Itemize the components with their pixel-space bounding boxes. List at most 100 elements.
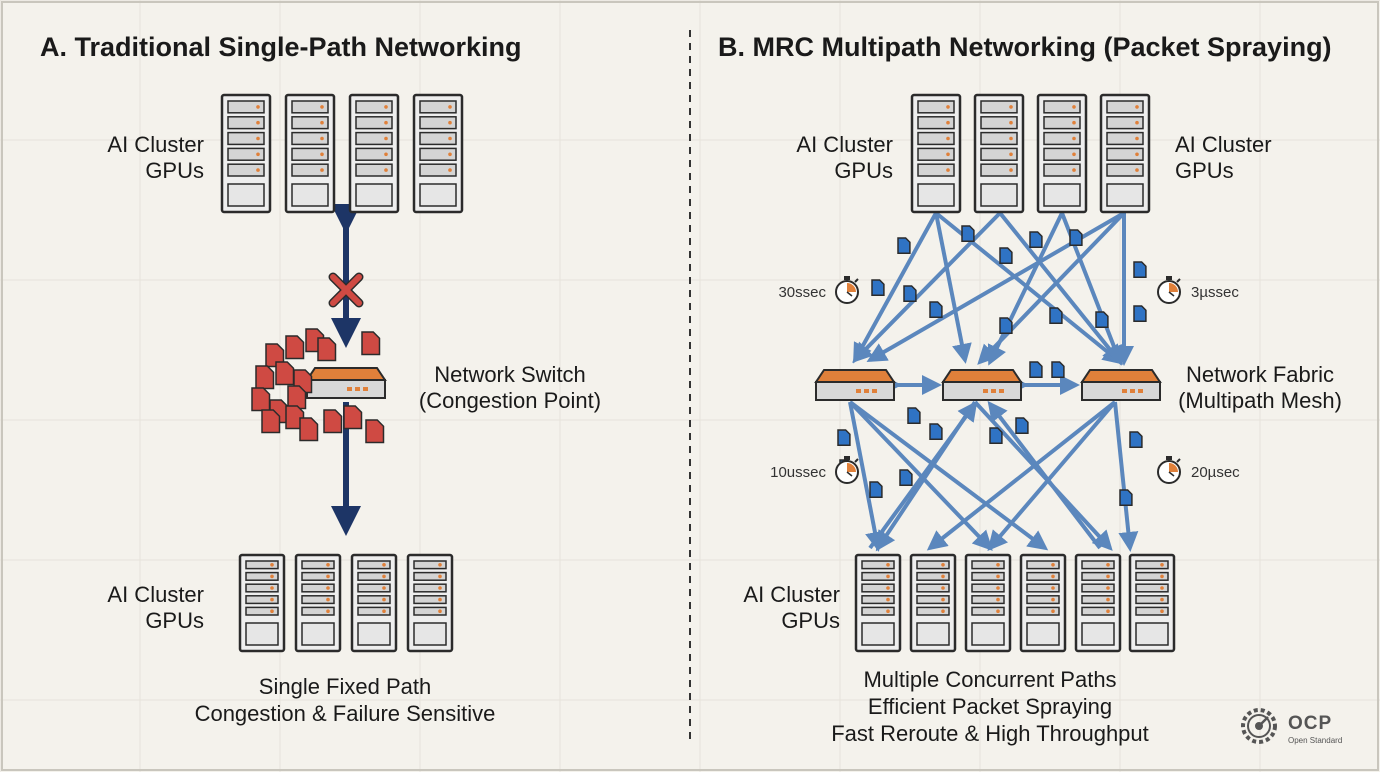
failure-x-icon <box>328 272 364 308</box>
panel-b-title: B. MRC Multipath Networking (Packet Spra… <box>718 32 1332 62</box>
label-line: AI Cluster <box>743 582 840 607</box>
logo-name: OCP <box>1288 713 1333 734</box>
packet-icon <box>899 469 913 487</box>
packet-icon <box>1133 305 1147 323</box>
panel-b-bottom-gpu-label: AI Cluster GPUs <box>720 582 840 634</box>
panel-a-switch-label: Network Switch (Congestion Point) <box>395 362 625 414</box>
packet-icon <box>299 417 319 442</box>
caption-line: Single Fixed Path <box>258 674 432 699</box>
panel-b-top-left-gpu-label: AI Cluster GPUs <box>773 132 893 184</box>
packet-icon <box>1049 307 1063 325</box>
packet-icon <box>251 387 271 412</box>
server-rack <box>350 553 398 653</box>
label-line: Network Fabric <box>1186 362 1334 387</box>
packet-icon <box>1029 361 1043 379</box>
packet-icon <box>255 365 275 390</box>
server-rack <box>406 553 454 653</box>
server-rack <box>909 553 957 653</box>
caption-line: Congestion & Failure Sensitive <box>194 701 496 726</box>
server-rack <box>1074 553 1122 653</box>
network-switch <box>1080 369 1162 401</box>
panel-b-fabric-label: Network Fabric (Multipath Mesh) <box>1160 362 1360 414</box>
server-rack <box>1128 553 1176 653</box>
server-rack <box>348 93 400 214</box>
packet-icon <box>837 429 851 447</box>
caption-line: Multiple Concurrent Paths <box>863 667 1117 692</box>
packet-icon <box>989 427 1003 445</box>
panel-a-title: A. Traditional Single-Path Networking <box>40 32 522 62</box>
server-rack <box>284 93 336 214</box>
packet-icon <box>1029 231 1043 249</box>
label-line: AI Cluster <box>107 132 204 157</box>
packet-icon <box>1119 489 1133 507</box>
packet-icon <box>929 423 943 441</box>
packet-icon <box>869 481 883 499</box>
packet-icon <box>323 409 343 434</box>
latency-label-top-right: 3µssec <box>1191 284 1239 301</box>
packet-icon <box>343 405 363 430</box>
server-rack <box>220 93 272 214</box>
server-rack <box>412 93 464 214</box>
label-line: AI Cluster <box>107 582 204 607</box>
label-line: GPUs <box>145 158 204 183</box>
server-rack <box>238 553 286 653</box>
panel-b-top-right-gpu-label: AI Cluster GPUs <box>1175 132 1305 184</box>
latency-label-bottom-left: 10ussec <box>770 464 826 481</box>
packet-icon <box>929 301 943 319</box>
panel-a-caption: Single Fixed Path Congestion & Failure S… <box>150 673 540 727</box>
stopwatch-icon <box>835 276 859 304</box>
mesh-path-arrow <box>1113 401 1139 552</box>
label-line: GPUs <box>1175 158 1234 183</box>
panel-b-caption: Multiple Concurrent Paths Efficient Pack… <box>820 666 1160 747</box>
server-rack <box>1019 553 1067 653</box>
label-line: GPUs <box>781 608 840 633</box>
packet-icon <box>365 419 385 444</box>
packet-icon <box>907 407 921 425</box>
packet-icon <box>871 279 885 297</box>
logo-subtitle: Open Standard <box>1288 736 1343 745</box>
server-rack <box>294 553 342 653</box>
packet-icon <box>1133 261 1147 279</box>
network-switch <box>814 369 896 401</box>
packet-icon <box>1015 417 1029 435</box>
server-rack <box>1036 93 1088 214</box>
packet-icon <box>1069 229 1083 247</box>
mesh-path-arrow <box>868 400 978 550</box>
network-switch <box>941 369 1023 401</box>
packet-icon <box>287 385 307 410</box>
label-line: GPUs <box>145 608 204 633</box>
mesh-path-arrow <box>977 211 1126 365</box>
server-rack <box>973 93 1025 214</box>
label-line: AI Cluster <box>796 132 893 157</box>
packet-icon <box>1129 431 1143 449</box>
stopwatch-icon <box>835 456 859 484</box>
mesh-path-arrow <box>987 400 1117 552</box>
mesh-path-arrow <box>848 401 885 552</box>
packet-icon <box>999 317 1013 335</box>
server-rack <box>910 93 962 214</box>
packet-icon <box>897 237 911 255</box>
packet-icon <box>999 247 1013 265</box>
label-line: (Congestion Point) <box>418 388 602 413</box>
latency-label-bottom-right: 20µsec <box>1191 464 1240 481</box>
mesh-path-arrow <box>926 400 1117 551</box>
packet-icon <box>275 361 295 386</box>
packet-icon <box>285 335 305 360</box>
packet-icon <box>1051 361 1065 379</box>
mesh-path-arrow <box>853 212 938 364</box>
stopwatch-icon <box>1157 276 1181 304</box>
gear-icon <box>1241 708 1277 744</box>
packet-icon <box>961 225 975 243</box>
mesh-path-arrow <box>998 211 1123 366</box>
packet-icon <box>903 285 917 303</box>
mesh-path-arrow <box>848 400 993 551</box>
panel-a-bottom-gpu-label: AI Cluster GPUs <box>84 582 204 634</box>
packet-icon <box>1095 311 1109 329</box>
server-rack <box>964 553 1012 653</box>
label-line: AI Cluster <box>1175 132 1272 157</box>
packet-icon <box>361 331 381 356</box>
caption-line: Efficient Packet Spraying <box>867 694 1113 719</box>
